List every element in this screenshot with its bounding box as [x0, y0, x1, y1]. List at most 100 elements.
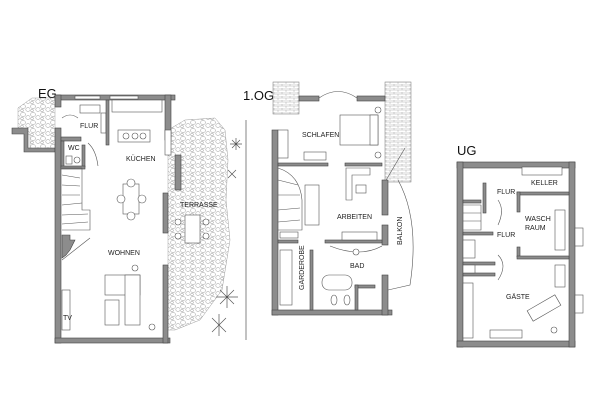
chair [116, 194, 126, 204]
kitchen-counter [111, 99, 163, 113]
cabinet [164, 129, 172, 156]
coat-rack [279, 249, 293, 306]
door-swing [497, 254, 504, 281]
sofa [124, 274, 141, 326]
roof-left [272, 81, 300, 115]
wall [60, 140, 65, 168]
wardrobe [277, 129, 289, 159]
floor-label-ug: UG [457, 143, 477, 158]
wall [354, 284, 359, 311]
wall [516, 191, 521, 213]
window [109, 95, 139, 100]
room-label-bad: BAD [350, 263, 364, 270]
wall [456, 340, 576, 348]
desk [345, 167, 371, 201]
entrance-paving [17, 97, 56, 151]
wall [60, 165, 86, 170]
hob [131, 132, 139, 140]
dresser [303, 151, 327, 161]
room-label-flur: FLUR [80, 123, 98, 130]
room-label-schlafen: SCHLAFEN [302, 132, 339, 139]
wall [568, 161, 576, 348]
chair [174, 232, 182, 240]
wall [516, 246, 521, 258]
wall [462, 261, 496, 266]
terrace-table [184, 214, 201, 244]
floor-ug: UG KELLER FLUR FLUR WASCH RAUM GÄSTE [456, 143, 584, 348]
shelf [304, 184, 320, 226]
wall [54, 337, 171, 344]
shelf [100, 112, 107, 134]
floor-eg: EG WC FLUR [11, 86, 247, 344]
chair [202, 218, 210, 226]
door-swing [87, 142, 99, 167]
roof-right [384, 81, 412, 183]
window [574, 294, 584, 314]
room-label-wc: WC [68, 145, 80, 152]
lamp [148, 323, 156, 331]
room-label-wasch: WASCH [525, 216, 551, 223]
shelf [554, 264, 566, 288]
sofa [526, 294, 562, 322]
sink [279, 231, 299, 239]
wall [309, 249, 314, 311]
room-label-gaeste: GÄSTE [506, 293, 530, 301]
chair [174, 218, 182, 226]
wall [60, 136, 82, 142]
wall [298, 95, 320, 102]
nightstand [374, 151, 382, 159]
room-label-terrasse: TERRASSE [180, 202, 218, 209]
wall [381, 274, 389, 316]
cabinet [462, 239, 476, 259]
sink [462, 264, 476, 274]
lamp [550, 326, 558, 334]
bathtub [321, 274, 353, 291]
shelf [521, 166, 563, 176]
stair-steps [61, 174, 89, 225]
staircase [463, 204, 482, 231]
room-label-wohnen: WOHNEN [108, 250, 140, 257]
floor-label-og: 1.OG [243, 88, 274, 103]
wall [162, 264, 169, 344]
shelves [462, 282, 474, 339]
basin [352, 248, 360, 256]
wall [162, 192, 169, 234]
nightstand [374, 106, 382, 114]
staircase [277, 167, 303, 231]
room-label-arbeiten: ARBEITEN [337, 214, 372, 221]
cabinet [79, 104, 101, 114]
wall [356, 95, 386, 102]
wall [271, 309, 393, 316]
toilet [330, 294, 338, 306]
room-label-flur-2: FLUR [497, 232, 515, 239]
hob [139, 132, 147, 140]
room-label-kuechen: KÜCHEN [126, 155, 156, 163]
balcony-outline [387, 179, 414, 291]
bench [341, 231, 378, 241]
wall [462, 199, 482, 204]
wall [462, 272, 496, 277]
floor-og: 1.OG SCHLAFEN [243, 81, 414, 316]
sink [73, 156, 81, 164]
wall [174, 154, 182, 191]
window [74, 95, 101, 100]
chair [126, 178, 136, 188]
room-label-raum: RAUM [525, 225, 546, 232]
bidet [343, 294, 351, 306]
wall [344, 162, 383, 167]
wall [324, 239, 383, 244]
wall [54, 127, 62, 344]
staircase [62, 167, 91, 231]
wall [54, 94, 62, 108]
wall [277, 162, 329, 167]
lamp [131, 264, 139, 272]
room-label-balkon: BALKON [397, 217, 404, 245]
tv-unit [61, 289, 71, 331]
wall [271, 129, 279, 316]
wall [462, 231, 494, 236]
chair [126, 211, 136, 221]
washer-dryer [554, 209, 566, 251]
wall [516, 255, 570, 260]
door-swing [497, 199, 502, 226]
wall [381, 179, 389, 216]
